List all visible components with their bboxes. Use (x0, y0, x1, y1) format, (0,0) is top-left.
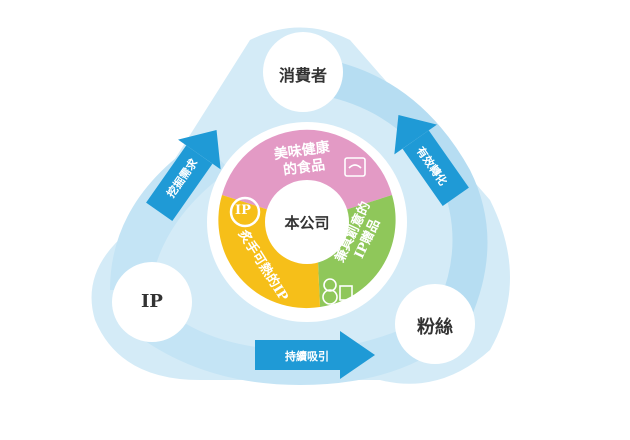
company-node (265, 180, 349, 264)
company-label: 本公司 (284, 214, 330, 232)
ip-badge-icon (229, 196, 261, 228)
ip-badge-label: IP (235, 203, 251, 218)
consumer-node (263, 32, 343, 112)
ip-node (112, 262, 192, 342)
arrow-bottom-label: 持續吸引 (285, 350, 329, 363)
segment-ip (218, 195, 320, 309)
fans-node (395, 284, 475, 364)
arrow-right (394, 114, 469, 207)
segment-food (222, 129, 392, 210)
ip-label: IP (141, 291, 163, 312)
toy-bear-icon (322, 278, 353, 305)
fans-label: 粉絲 (417, 317, 453, 338)
arrow-left (146, 129, 221, 222)
food-bag-icon (344, 157, 366, 177)
consumer-label: 消費者 (278, 66, 327, 85)
arrow-bottom (255, 331, 375, 379)
segment-gift (318, 195, 396, 307)
